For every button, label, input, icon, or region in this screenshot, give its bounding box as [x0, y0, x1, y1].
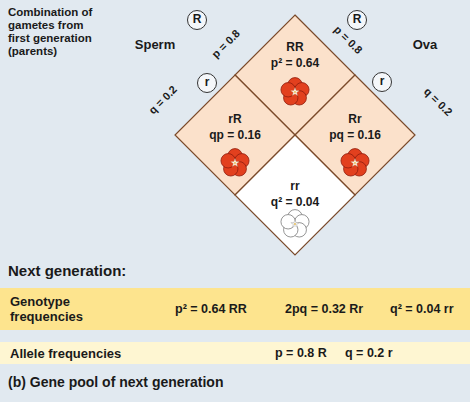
panel-heading: Combination of gametes from first genera…	[8, 6, 103, 58]
genotype-frequency: pq = 0.16	[329, 127, 381, 143]
frequency-label: p = 0.8	[209, 27, 243, 61]
frequency-label: q = 0.2	[421, 85, 455, 119]
section-heading: Next generation:	[8, 262, 126, 280]
genotype-diamond: rrq² = 0.04	[235, 135, 355, 255]
red-flower	[341, 149, 369, 176]
allele-letter: r	[198, 74, 216, 91]
band-value: p² = 0.64 RR	[175, 302, 247, 317]
genotype-frequency: qp = 0.16	[209, 127, 261, 143]
diamond-content: Rrpq = 0.16	[295, 75, 415, 143]
frequency-label: q = 0.2	[146, 83, 180, 117]
genotype-band: Genotype frequencies p² = 0.64 RR 2pq = 0.…	[0, 288, 470, 330]
band-value: p = 0.8 R	[275, 346, 327, 361]
gamete-label: Sperm	[135, 37, 175, 53]
allele-letter: r	[373, 73, 391, 90]
allele-letter: R	[188, 11, 206, 28]
genotype-name: Rr	[348, 111, 361, 127]
allele-circle: r	[197, 73, 217, 93]
gamete-label: Ova	[413, 37, 438, 53]
allele-circle: r	[372, 72, 392, 92]
diamond-content: rRqp = 0.16	[175, 75, 295, 143]
band-value: 2pq = 0.32 Rr	[285, 302, 363, 317]
band-value: q² = 0.04 rr	[390, 302, 454, 317]
white-flower	[281, 210, 309, 237]
genotype-name: RR	[286, 39, 303, 55]
genotype-frequency: q² = 0.04	[271, 194, 319, 210]
allele-letter: R	[348, 11, 366, 28]
diamond-content: rrq² = 0.04	[235, 135, 355, 210]
figure-caption: (b) Gene pool of next generation	[8, 374, 223, 391]
genotype-frequency: p² = 0.64	[271, 55, 319, 71]
allele-band: Allele frequencies p = 0.8 R q = 0.2 r	[0, 342, 470, 364]
red-flower	[221, 149, 249, 176]
red-flower	[281, 78, 309, 105]
band-heading: Genotype frequencies	[10, 294, 110, 324]
diamond-content: RRp² = 0.64	[235, 15, 355, 71]
diamond-shape	[235, 135, 355, 255]
band-value: q = 0.2 r	[345, 346, 393, 361]
allele-circle: R	[347, 10, 367, 30]
genotype-name: rR	[228, 111, 241, 127]
allele-circle: R	[187, 10, 207, 30]
band-heading: Allele frequencies	[10, 346, 121, 361]
genotype-name: rr	[290, 178, 299, 194]
